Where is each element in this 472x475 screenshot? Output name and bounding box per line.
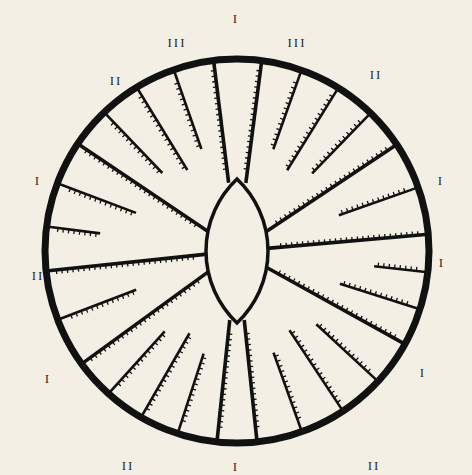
ray-serration <box>211 71 227 170</box>
sector-label: I <box>438 174 444 187</box>
ray-serration <box>69 188 132 215</box>
primary-ray <box>246 61 262 183</box>
ray-serration <box>90 280 199 361</box>
sector-label: II <box>122 459 135 472</box>
primary-ray <box>267 234 428 248</box>
sector-label: II <box>370 68 383 81</box>
sector-label: I <box>233 460 239 473</box>
valve-rim <box>45 59 429 443</box>
ray-serration <box>139 96 186 168</box>
diatom-figure <box>45 59 429 443</box>
primary-ray <box>244 320 257 442</box>
central-opening <box>206 179 268 323</box>
secondary-ray <box>109 331 165 393</box>
ray-serration <box>275 147 387 224</box>
sector-label: I <box>420 366 426 379</box>
ray-serration <box>286 95 333 167</box>
sector-label: I <box>233 12 239 25</box>
ray-serration <box>244 70 261 169</box>
secondary-ray <box>273 353 301 432</box>
secondary-ray <box>374 266 428 272</box>
ray-serration <box>271 82 297 146</box>
ray-serration <box>319 324 370 372</box>
secondary-ray <box>47 226 101 233</box>
ray-serration <box>56 256 193 274</box>
ray-serration <box>111 122 160 172</box>
sector-label: II <box>32 269 45 282</box>
secondary-ray <box>339 187 418 215</box>
sector-label: II <box>110 74 123 87</box>
ray-serration <box>146 337 191 410</box>
ray-serration <box>281 231 418 247</box>
secondary-ray <box>58 290 136 320</box>
ray-serration <box>378 263 417 271</box>
primary-ray <box>266 267 405 344</box>
secondary-ray <box>340 284 420 309</box>
secondary-ray <box>141 333 190 417</box>
ray-serration <box>341 188 405 214</box>
ray-serration <box>118 334 165 386</box>
ray-serration <box>344 281 408 305</box>
secondary-ray <box>57 183 136 213</box>
secondary-ray <box>137 87 188 170</box>
secondary-ray <box>174 70 202 149</box>
primary-ray <box>214 60 229 182</box>
ray-serration <box>292 331 341 402</box>
ray-serration <box>246 333 260 426</box>
ray-serration <box>279 271 396 338</box>
ray-serration <box>71 291 134 318</box>
sector-label: III <box>288 36 307 49</box>
ray-serration <box>275 355 301 418</box>
sector-label: I <box>45 372 51 385</box>
secondary-ray <box>312 113 370 173</box>
ray-serration <box>57 228 96 237</box>
ray-serration <box>85 150 197 227</box>
sector-label: I <box>35 174 41 187</box>
ray-serration <box>182 358 206 422</box>
secondary-ray <box>316 324 378 381</box>
sector-label: II <box>368 459 381 472</box>
primary-ray <box>82 272 209 364</box>
primary-ray <box>46 254 207 271</box>
secondary-ray <box>273 70 301 149</box>
ray-serration <box>175 83 201 147</box>
primary-ray <box>217 320 230 442</box>
sector-label: I <box>439 256 445 269</box>
ray-serration <box>219 334 233 427</box>
sector-label: III <box>168 36 187 49</box>
primary-ray <box>266 144 397 231</box>
ray-serration <box>312 120 361 170</box>
primary-ray <box>78 144 208 232</box>
